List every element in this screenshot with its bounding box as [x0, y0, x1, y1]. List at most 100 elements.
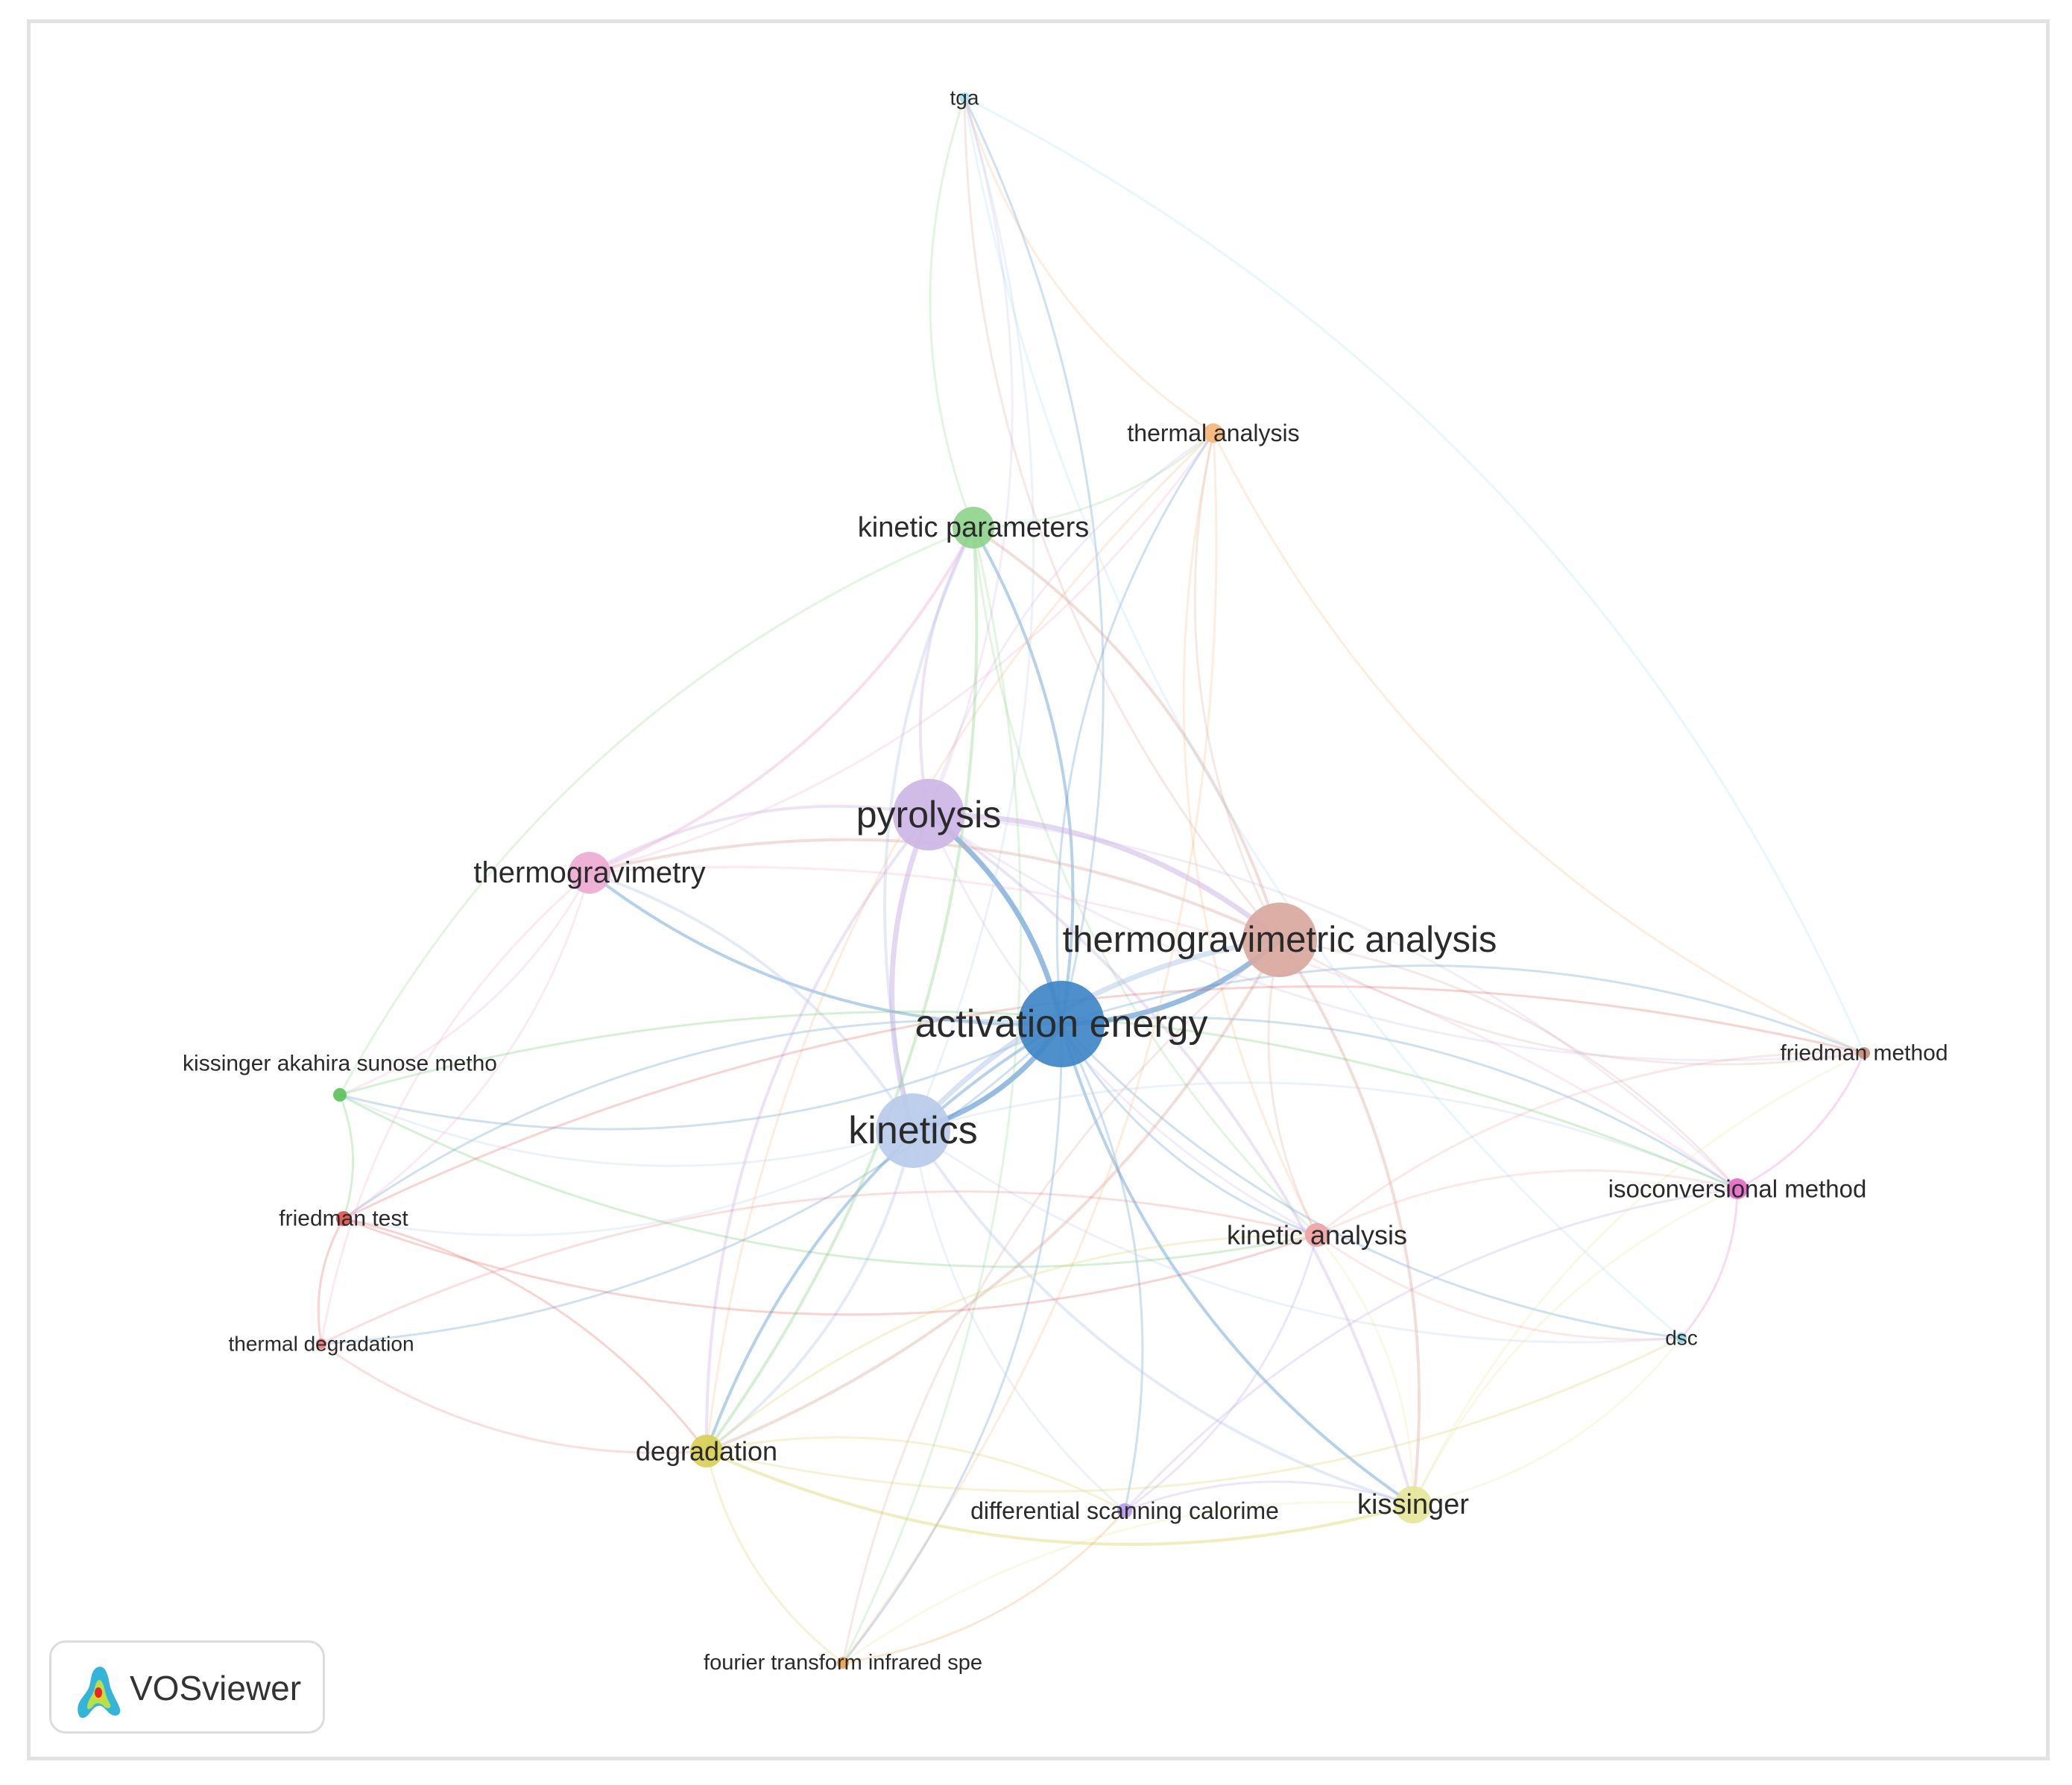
link-kinetic-parameters-tga	[929, 97, 975, 528]
node-label-activation-energy[interactable]: activation energy	[915, 1002, 1207, 1046]
node-activation-energy[interactable]	[1018, 981, 1105, 1067]
link-kinetics-degradation	[705, 1130, 915, 1453]
link-thermogravimetric-analysis-kinetic-analysis	[1267, 939, 1318, 1236]
link-degradation-kissinger	[706, 1450, 1414, 1547]
node-thermogravimetric-analysis[interactable]	[1242, 903, 1317, 977]
node-label-thermogravimetry[interactable]: thermogravimetry	[473, 856, 705, 889]
node-fourier-transform-infrared[interactable]	[837, 1657, 849, 1669]
link-pyrolysis-thermogravimetric-analysis	[928, 812, 1282, 942]
node-kissinger-akahira-sunose[interactable]	[333, 1088, 347, 1102]
node-label-friedman-test[interactable]: friedman test	[279, 1207, 408, 1231]
link-kinetic-parameters-thermal-analysis	[973, 432, 1214, 529]
node-label-fourier-transform-infrared[interactable]: fourier transform infrared spe	[704, 1651, 982, 1675]
link-activation-energy-kissinger	[1060, 1023, 1415, 1506]
link-activation-energy-fourier-transform-infrared	[841, 1023, 1063, 1664]
link-kinetics-kinetic-parameters	[883, 527, 975, 1131]
link-kinetic-parameters-kissinger-akahira-sunose	[338, 526, 974, 1096]
node-label-kinetics[interactable]: kinetics	[848, 1109, 977, 1152]
link-thermogravimetry-kissinger-akahira-sunose	[339, 872, 591, 1096]
node-kinetics[interactable]	[876, 1093, 950, 1168]
node-label-kissinger[interactable]: kissinger	[1357, 1489, 1469, 1520]
link-thermogravimetry-kinetic-parameters	[589, 527, 975, 874]
node-kinetic-analysis[interactable]	[1305, 1223, 1329, 1247]
link-kinetics-dsc	[912, 1129, 1682, 1344]
node-label-isoconversional-method[interactable]: isoconversional method	[1608, 1175, 1867, 1203]
node-degradation[interactable]	[690, 1435, 723, 1468]
node-differential-scanning-calorimetry[interactable]	[1117, 1503, 1132, 1518]
link-friedman-test-kinetic-analysis	[343, 1217, 1318, 1316]
link-thermal-analysis-tga	[963, 97, 1214, 435]
link-thermogravimetry-isoconversional-method	[589, 865, 1738, 1190]
link-activation-energy-kissinger-akahira-sunose	[339, 1023, 1062, 1131]
node-label-kissinger-akahira-sunose[interactable]: kissinger akahira sunose metho	[183, 1052, 497, 1076]
link-thermogravimetric-analysis-thermal-analysis	[1193, 432, 1281, 941]
network-canvas[interactable]: activation energy thermogravimetric analy…	[27, 19, 2050, 1760]
node-label-degradation[interactable]: degradation	[636, 1436, 777, 1467]
link-tga-dsc	[963, 97, 1682, 1339]
link-degradation-kinetic-analysis	[706, 1233, 1318, 1453]
link-activation-energy-friedman-test	[343, 1019, 1062, 1220]
node-label-kinetic-analysis[interactable]: kinetic analysis	[1227, 1220, 1407, 1251]
link-pyrolysis-kinetic-parameters	[918, 527, 975, 815]
link-kissinger-akahira-sunose-friedman-test	[338, 1094, 354, 1219]
node-thermogravimetry[interactable]	[569, 852, 610, 894]
node-thermal-degradation[interactable]	[316, 1339, 326, 1349]
link-friedman-test-degradation	[343, 1217, 708, 1452]
link-activation-energy-thermogravimetry	[588, 871, 1062, 1026]
node-tga[interactable]	[959, 92, 970, 103]
node-label-thermal-degradation[interactable]: thermal degradation	[228, 1333, 414, 1356]
link-kinetics-isoconversional-method	[912, 1081, 1738, 1190]
link-kinetics-differential-scanning-calorimetry	[912, 1130, 1125, 1512]
link-kissinger-isoconversional-method	[1412, 1187, 1738, 1506]
node-label-dsc[interactable]: dsc	[1665, 1327, 1698, 1350]
link-friedman-test-thermal-degradation	[317, 1218, 345, 1345]
link-tga-friedman-method	[964, 96, 1866, 1054]
node-friedman-method[interactable]	[1858, 1047, 1870, 1059]
link-thermogravimetric-analysis-kissinger	[1278, 938, 1421, 1506]
link-kinetic-analysis-dsc	[1316, 1233, 1682, 1341]
link-differential-scanning-calorimetry-kinetic-analysis	[1124, 1234, 1318, 1512]
link-thermogravimetry-thermal-degradation	[320, 871, 590, 1345]
node-label-thermal-analysis[interactable]: thermal analysis	[1127, 420, 1299, 446]
node-dsc[interactable]	[1676, 1333, 1687, 1343]
node-label-friedman-method[interactable]: friedman method	[1780, 1041, 1948, 1066]
link-thermal-analysis-kinetic-analysis	[1182, 432, 1318, 1236]
node-label-tga[interactable]: tga	[950, 86, 979, 110]
link-thermogravimetry-thermal-analysis	[589, 432, 1215, 874]
vosviewer-logo: VOSviewer	[49, 1640, 325, 1734]
link-activation-energy-kinetic-parameters	[972, 527, 1075, 1025]
link-pyrolysis-thermal-analysis	[927, 432, 1214, 815]
link-activation-energy-thermal-degradation	[320, 1023, 1063, 1345]
node-pyrolysis[interactable]	[893, 779, 964, 850]
node-friedman-test[interactable]	[336, 1211, 351, 1226]
node-label-kinetic-parameters[interactable]: kinetic parameters	[858, 512, 1089, 543]
link-kinetics-kissinger	[912, 1129, 1414, 1506]
link-activation-energy-differential-scanning-calorimetry	[1060, 1023, 1144, 1511]
node-thermal-analysis[interactable]	[1204, 423, 1223, 443]
node-kissinger[interactable]	[1395, 1486, 1432, 1523]
link-fourier-transform-infrared-differential-scanning-calorimetry	[842, 1509, 1126, 1664]
link-kinetic-parameters-degradation	[705, 527, 979, 1453]
link-isoconversional-method-dsc	[1680, 1188, 1739, 1339]
link-pyrolysis-kissinger	[927, 813, 1415, 1506]
nodes-layer	[316, 92, 1870, 1669]
node-label-thermogravimetric-analysis[interactable]: thermogravimetric analysis	[1063, 920, 1497, 960]
node-kinetic-parameters[interactable]	[953, 507, 994, 549]
link-degradation-dsc	[706, 1336, 1682, 1493]
link-kinetics-kissinger-akahira-sunose	[339, 1093, 914, 1167]
node-isoconversional-method[interactable]	[1727, 1178, 1748, 1199]
node-label-differential-scanning-calorimetry[interactable]: differential scanning calorime	[970, 1497, 1279, 1524]
network-map[interactable]: activation energy thermogravimetric analy…	[31, 23, 2046, 1757]
link-differential-scanning-calorimetry-isoconversional-method	[1123, 1187, 1738, 1512]
link-thermogravimetric-analysis-tga	[963, 97, 1281, 941]
link-activation-energy-isoconversional-method	[1061, 1016, 1738, 1190]
link-degradation-fourier-transform-infrared	[705, 1450, 844, 1664]
link-kissinger-akahira-sunose-kinetic-analysis	[339, 1093, 1318, 1269]
link-kinetics-friedman-test	[343, 1129, 914, 1236]
link-kissinger-fourier-transform-infrared	[842, 1500, 1414, 1664]
link-thermogravimetric-analysis-fourier-transform-infrared	[841, 938, 1280, 1664]
link-thermal-analysis-friedman-method	[1212, 432, 1865, 1055]
node-label-pyrolysis[interactable]: pyrolysis	[856, 794, 1001, 835]
link-thermogravimetric-analysis-degradation	[706, 939, 1281, 1453]
link-kinetics-thermogravimetry	[589, 871, 915, 1132]
